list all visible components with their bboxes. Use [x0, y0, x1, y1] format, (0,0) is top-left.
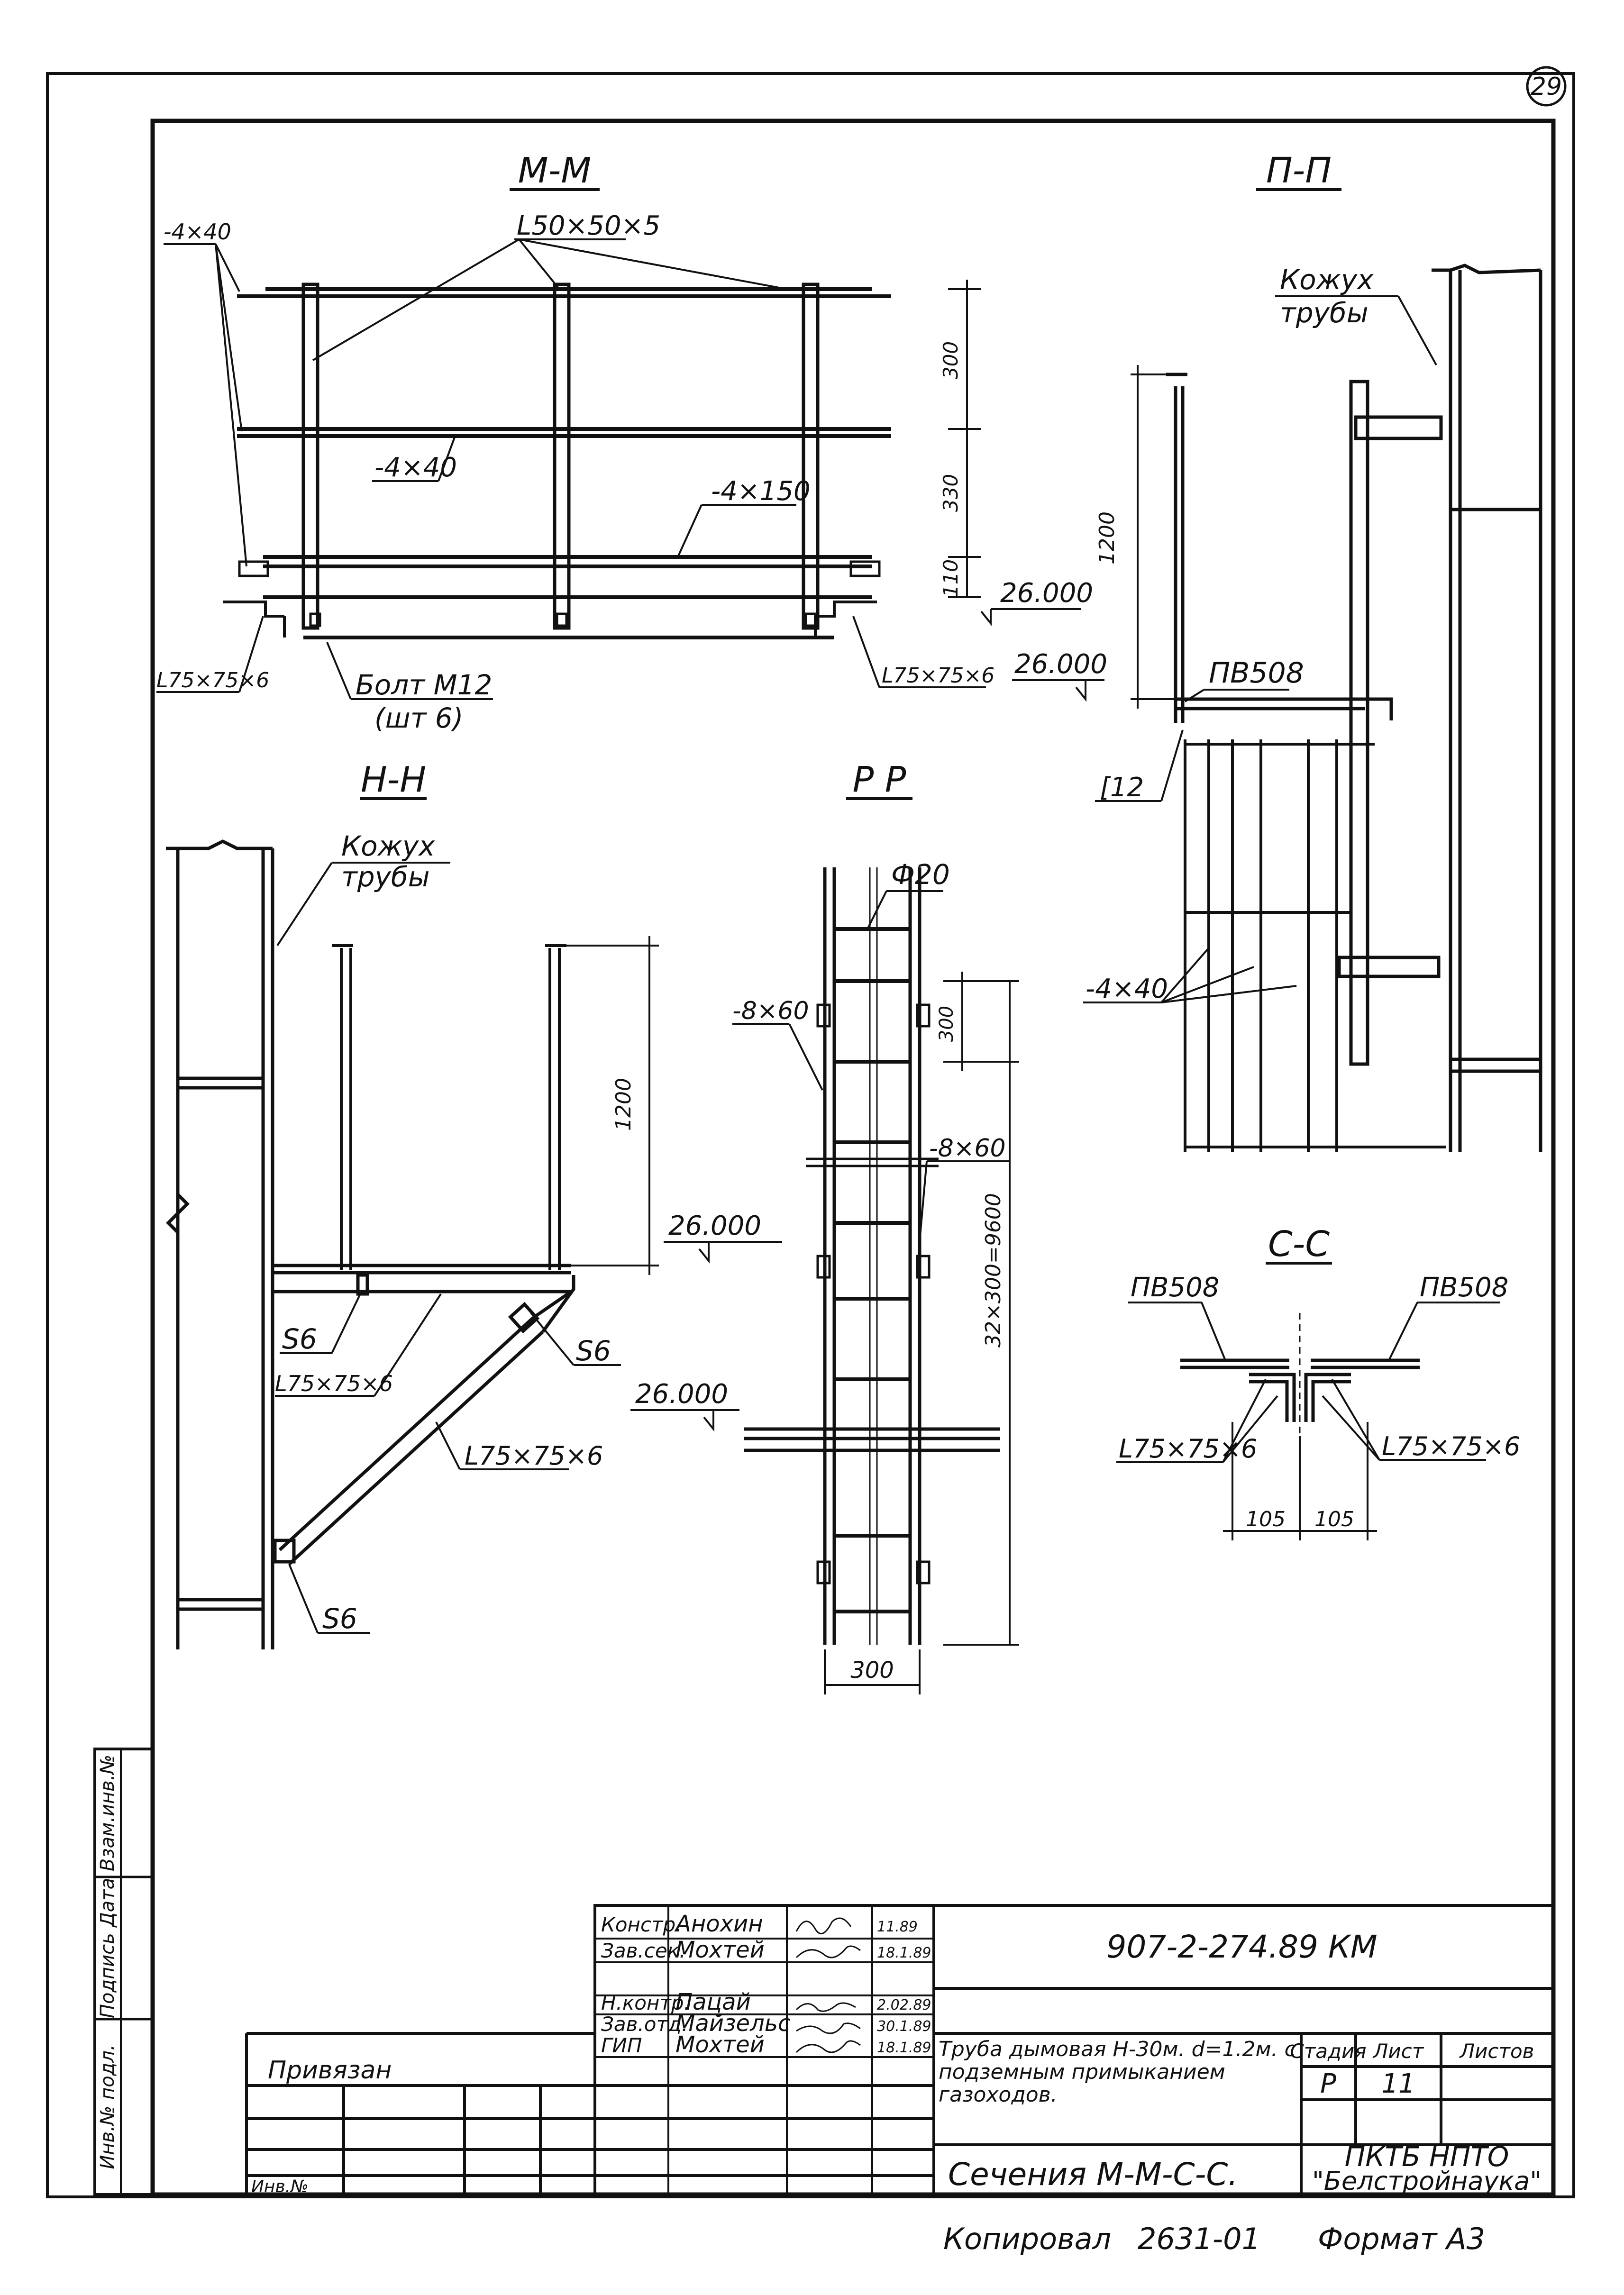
- side-stamp-1: Взам.инв.№: [97, 1755, 119, 1871]
- mm-elevation: 26.000: [1000, 578, 1093, 609]
- pp-channel: [12: [1100, 772, 1144, 803]
- copied-label: Копировал: [943, 2222, 1111, 2256]
- tb-org-1: ПКТБ НПТО: [1345, 2140, 1509, 2173]
- section-ss: С-С ПВ508 ПВ508 L75×75×6 L75×75×6: [1116, 1224, 1520, 1540]
- hh-angle-a: L75×75×6: [275, 1371, 393, 1396]
- tb-sheet: 11: [1381, 2068, 1415, 2099]
- tb-object-name: Труба дымовая Н-30м. d=1.2м. с подземным…: [939, 2038, 1296, 2107]
- tb-sheet-label: Лист: [1372, 2040, 1424, 2063]
- rr-elevation: 26.000: [635, 1379, 728, 1410]
- mm-angle-leaders: [312, 238, 787, 361]
- tb-date-1: 18.1.89: [877, 1945, 931, 1961]
- tb-inv-no: Инв.№: [251, 2177, 309, 2196]
- sheet-frame: 29: [46, 66, 1575, 2198]
- pp-strip: -4×40: [1086, 974, 1168, 1004]
- side-stamp-3: Инв.№ подл.: [97, 2044, 119, 2169]
- rr-stringers: [823, 867, 921, 1645]
- pp-grating: ПВ508: [1209, 656, 1304, 690]
- mm-dimension-chain: [948, 280, 981, 598]
- rr-strip-b: -8×60: [929, 1134, 1006, 1163]
- mm-bolt: Болт М12: [356, 669, 492, 701]
- ss-dim-right: 105: [1314, 1507, 1354, 1531]
- tb-name-3: Майзельс: [675, 2010, 790, 2037]
- tb-name-0: Анохин: [674, 1911, 763, 1937]
- tb-role-1: Зав.сек.: [601, 1939, 685, 1962]
- tb-name-2: Пацай: [675, 1989, 751, 2015]
- hh-casing-2: трубы: [341, 861, 430, 893]
- rr-strip-a: -8×60: [732, 997, 809, 1025]
- page-number: 29: [1531, 73, 1562, 101]
- hh-weld-b: S6: [576, 1335, 611, 1367]
- mm-bolt-qty: (шт 6): [374, 702, 463, 734]
- mm-strip-150: -4×150: [711, 476, 811, 507]
- tb-date-4: 18.1.89: [877, 2040, 931, 2056]
- hh-elevation: 26.000: [668, 1211, 761, 1241]
- ss-grating-left: ПВ508: [1131, 1272, 1219, 1303]
- tb-signatures: [795, 1917, 861, 2053]
- tb-role-2: Н.контр.: [601, 1991, 690, 2014]
- mm-rails: [237, 287, 891, 639]
- tb-sheet-title: Сечения М-М-С-С.: [948, 2156, 1238, 2193]
- section-ss-title: С-С: [1268, 1224, 1330, 1265]
- tb-object-box: Труба дымовая Н-30м. d=1.2м. с подземным…: [939, 2038, 1296, 2107]
- side-stamp-2: Подпись Дата: [97, 1878, 119, 2018]
- section-rr: Р Р Ф20: [630, 759, 1019, 1694]
- tb-date-3: 30.1.89: [877, 2018, 931, 2035]
- tb-role-3: Зав.отд.: [601, 2013, 688, 2036]
- hh-weld-c: S6: [322, 1603, 357, 1635]
- ss-angle-right: L75×75×6: [1382, 1431, 1520, 1461]
- mm-strip-left: -4×40: [164, 219, 231, 245]
- tb-name-4: Мохтей: [675, 2031, 765, 2058]
- section-mm-title: М-М: [518, 150, 591, 191]
- tb-org-2: "Белстройнаука": [1312, 2166, 1542, 2196]
- tb-stage: Р: [1320, 2068, 1336, 2099]
- hh-casing-1: Кожух: [341, 830, 435, 862]
- pp-casing-1: Кожух: [1280, 264, 1374, 296]
- rr-width: 300: [850, 1657, 894, 1684]
- pp-casing-2: трубы: [1280, 297, 1369, 329]
- ss-grating-right: ПВ508: [1420, 1272, 1508, 1303]
- mm-dim-330: 330: [939, 474, 962, 512]
- tb-sheets-label: Листов: [1459, 2040, 1534, 2063]
- section-rr-title: Р Р: [853, 759, 906, 800]
- pp-elevation: 26.000: [1014, 649, 1107, 680]
- tb-stage-label: Стадия: [1290, 2040, 1366, 2063]
- section-pp-title: П-П: [1266, 150, 1332, 191]
- mm-angle-label: L50×50×5: [517, 210, 660, 241]
- tb-code: 907-2-274.89 КМ: [1106, 1929, 1377, 1965]
- section-pp: П-П Кожух трубы: [1012, 150, 1542, 1152]
- tb-date-0: 11.89: [877, 1919, 918, 1935]
- mm-dim-110: 110: [939, 559, 962, 597]
- rr-dim-300: 300: [936, 1006, 958, 1042]
- side-stamp: Взам.инв.№ Подпись Дата Инв.№ подл.: [93, 1748, 154, 2196]
- hh-weld-a: S6: [282, 1323, 317, 1355]
- mm-angle-left: L75×75×6: [156, 668, 269, 692]
- ss-angle-left: L75×75×6: [1119, 1434, 1257, 1464]
- section-hh: Н-Н Кожух трубы: [166, 759, 782, 1649]
- mm-strip-40: -4×40: [374, 452, 457, 483]
- section-mm: М-М L50×50×5 -4×40: [156, 150, 1093, 734]
- tb-name-1: Мохтей: [675, 1937, 765, 1963]
- sheet-footer: Копировал 2631-01 Формат А3: [943, 2222, 1485, 2256]
- mm-angle-right: L75×75×6: [882, 664, 994, 688]
- ss-dim-left: 105: [1246, 1507, 1286, 1531]
- format-label: Формат А3: [1318, 2222, 1485, 2256]
- copy-number: 2631-01: [1138, 2222, 1260, 2256]
- ss-profile: [1180, 1313, 1420, 1436]
- tb-role-0: Констр.: [601, 1913, 682, 1936]
- tb-role-4: ГИП: [601, 2034, 642, 2057]
- mm-dim-300: 300: [939, 341, 962, 379]
- pp-dim-1200: 1200: [1095, 511, 1119, 565]
- mm-posts: [301, 282, 820, 630]
- section-hh-title: Н-Н: [361, 759, 426, 800]
- hh-angle-b: L75×75×6: [465, 1441, 603, 1471]
- title-block: Констр. Анохин 11.89 Зав.сек. Мохтей 18.…: [245, 1904, 1555, 2196]
- tb-linked: Привязан: [268, 2056, 392, 2085]
- rr-dim-total: 32×300=9600: [981, 1193, 1005, 1348]
- tb-date-2: 2.02.89: [877, 1997, 931, 2013]
- rr-rungs: [834, 927, 910, 1613]
- hh-dim-1200: 1200: [611, 1078, 636, 1131]
